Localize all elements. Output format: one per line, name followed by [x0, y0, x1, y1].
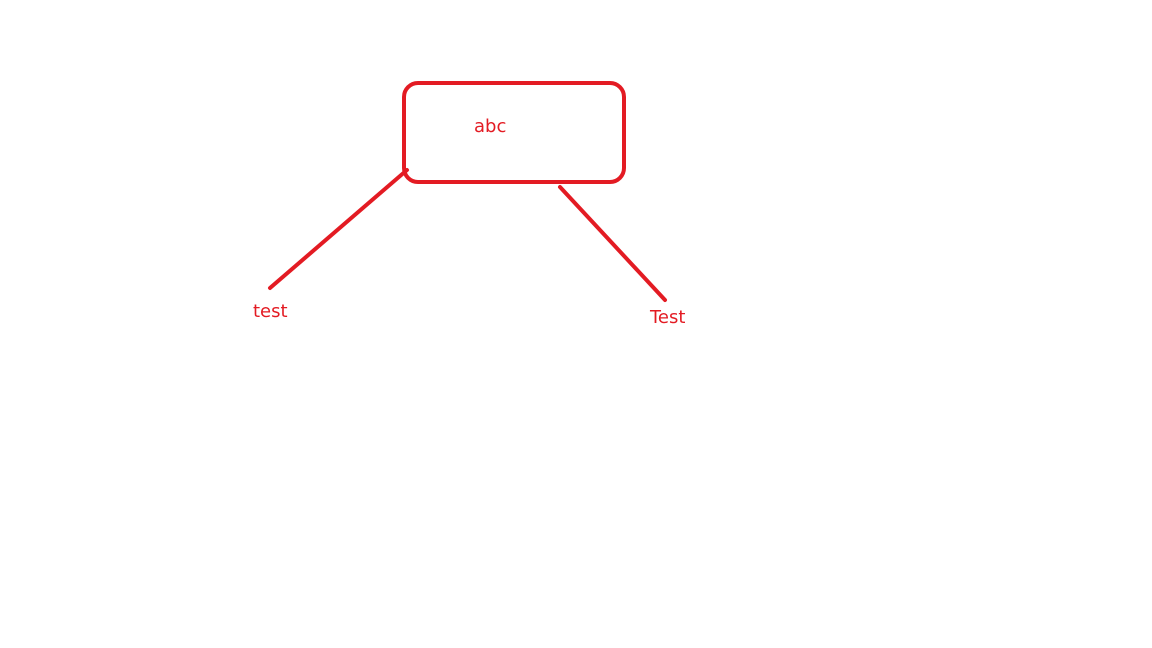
edge-root-to-right: [558, 185, 667, 302]
left-child-label: test: [253, 301, 288, 322]
root-node-label: abc: [474, 116, 507, 137]
root-node-box: [402, 81, 626, 184]
edge-root-to-left: [268, 168, 409, 290]
right-child-label: Test: [650, 307, 686, 328]
